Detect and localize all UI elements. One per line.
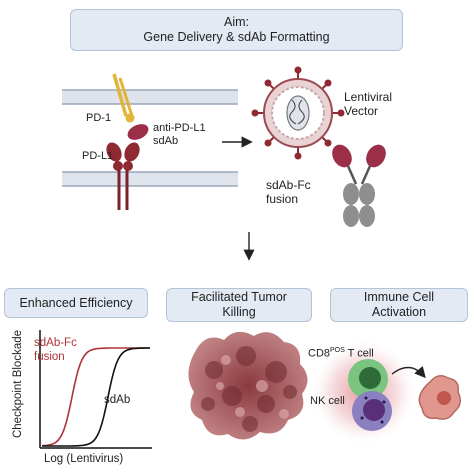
target-tumor-cell-icon bbox=[418, 375, 461, 420]
sdab-icon bbox=[127, 124, 149, 140]
pd1-label: PD-1 bbox=[86, 112, 112, 124]
sdab-fc-fusion-icon bbox=[332, 144, 386, 227]
efficiency-box: Enhanced Efficiency bbox=[4, 288, 148, 318]
pd1-receptor-icon bbox=[112, 73, 135, 123]
pdl1-ligand-icon bbox=[106, 142, 140, 210]
sdab-label-line2: sdAb bbox=[153, 135, 179, 147]
cd8-prefix: CD8 bbox=[308, 347, 331, 360]
cd8-suffix: T cell bbox=[344, 347, 374, 360]
efficiency-title: Enhanced Efficiency bbox=[19, 295, 133, 310]
killing-title-line1: Facilitated Tumor bbox=[191, 290, 287, 304]
aim-subtitle: Gene Delivery & sdAb Formatting bbox=[143, 30, 330, 44]
lentiviral-vector-icon bbox=[251, 66, 345, 160]
sdab-curve-label: sdAb bbox=[104, 394, 131, 406]
nk-label: NK cell bbox=[310, 395, 345, 407]
cell-membrane-bottom bbox=[62, 171, 238, 187]
plot-ylabel: Checkpoint Blockade bbox=[12, 329, 24, 439]
curve-sdab bbox=[42, 347, 150, 447]
cd8-t-cell-icon bbox=[348, 359, 388, 399]
aim-title: Aim: bbox=[224, 15, 249, 29]
plot-xlabel: Log (Lentivirus) bbox=[44, 453, 124, 465]
killing-title-line2: Killing bbox=[222, 305, 256, 319]
fusion-label-line1: sdAb-Fc bbox=[266, 178, 311, 192]
cd8-sup: POS bbox=[330, 347, 345, 354]
pdl1-label: PD-L1 bbox=[82, 150, 114, 162]
legend-fusion-line1: sdAb-Fc bbox=[34, 337, 77, 349]
activation-title-line1: Immune Cell bbox=[363, 290, 435, 304]
activation-box: Immune Cell Activation bbox=[330, 288, 468, 322]
activation-title-line2: Activation bbox=[371, 305, 427, 319]
sdab-label-line1: anti-PD-L1 bbox=[153, 122, 206, 134]
vector-label-line2: Vector bbox=[344, 104, 379, 118]
plot-curves bbox=[41, 347, 150, 447]
plot-axes bbox=[39, 330, 152, 449]
killing-box: Facilitated Tumor Killing bbox=[166, 288, 312, 322]
curved-arrow-icon bbox=[391, 365, 426, 379]
aim-box: Aim: Gene Delivery & sdAb Formatting bbox=[70, 9, 403, 51]
nk-cell-icon bbox=[352, 391, 392, 431]
legend-fusion-line2: fusion bbox=[34, 351, 65, 363]
cell-membrane-top bbox=[62, 89, 238, 105]
tumor-mass-icon bbox=[188, 331, 308, 440]
fusion-label-line2: fusion bbox=[266, 192, 299, 206]
vector-label-line1: Lentiviral bbox=[344, 90, 393, 104]
cd8-label: CD8POS T cell bbox=[308, 347, 374, 360]
